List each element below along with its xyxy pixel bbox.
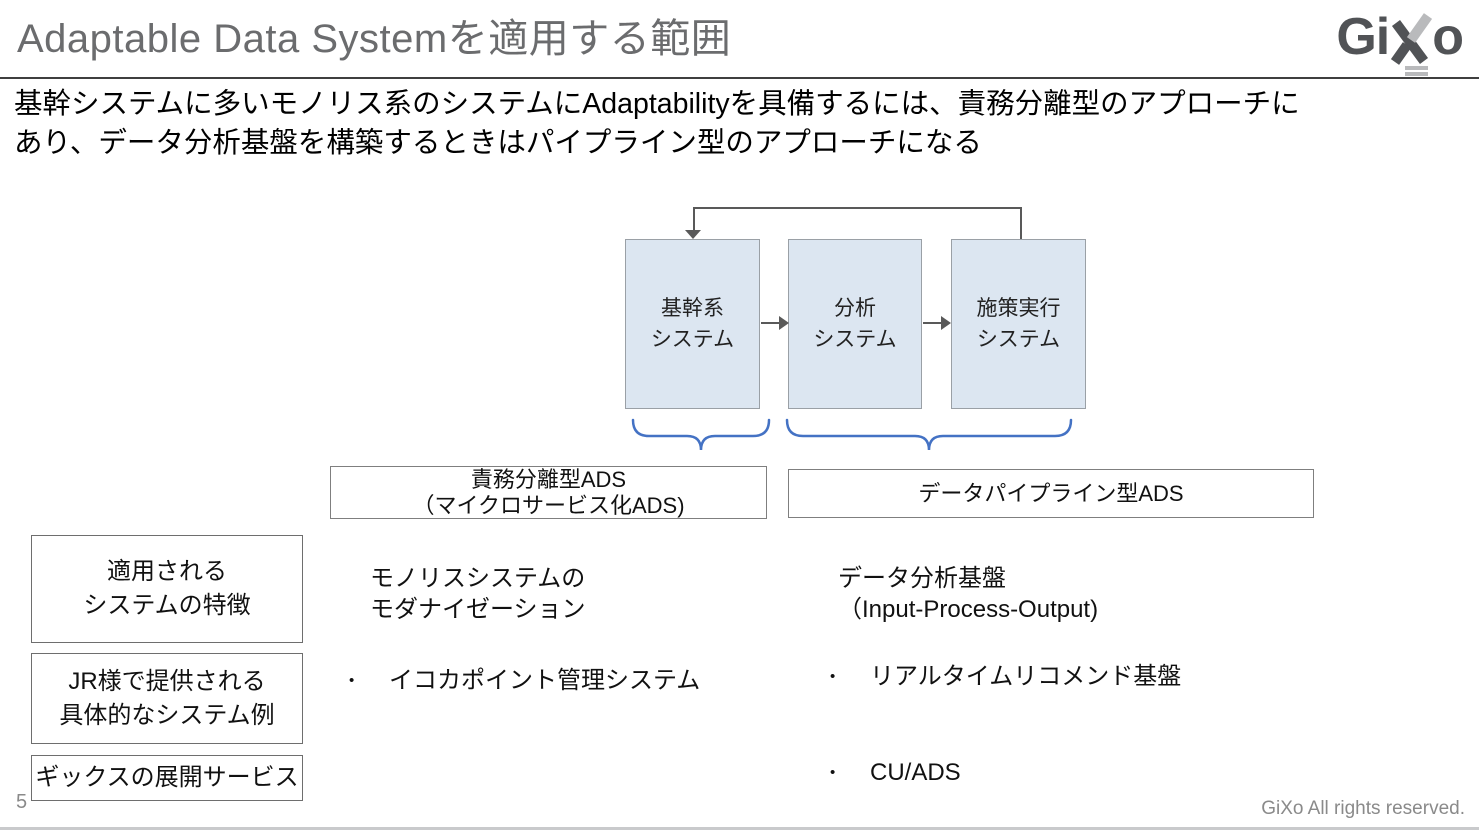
- diagram-box-analysis-system: 分析 システム: [788, 239, 922, 409]
- feedback-connector-horizontal: [693, 207, 1022, 209]
- diagram-box-core-system: 基幹系 システム: [625, 239, 760, 409]
- message-line-2: あり、データ分析基盤を構築するときはパイプライン型のアプローチになる: [14, 127, 982, 159]
- message-line-1: 基幹システムに多いモノリス系のシステムにAdaptabilityを具備するには、…: [14, 88, 1300, 120]
- flow-arrow-2-line: [923, 322, 942, 324]
- bullet-text: CU/ADS: [870, 759, 961, 786]
- copyright-text: GiXo All rights reserved.: [1261, 798, 1465, 819]
- separated-column-heading: モノリスシステムの モダナイゼーション: [370, 565, 586, 623]
- logo-text-gi: Gi: [1336, 8, 1390, 66]
- feedback-connector-right-drop: [1020, 207, 1022, 239]
- slide-message: 基幹システムに多いモノリス系のシステムにAdaptabilityを具備するには、…: [14, 85, 1464, 163]
- arrow-right-icon: [941, 316, 951, 330]
- flow-arrow-1-line: [761, 322, 780, 324]
- bullet-icon: •: [830, 764, 836, 781]
- bullet-text: リアルタイムリコメンド基盤: [870, 663, 1182, 690]
- bullet-icon: •: [349, 672, 355, 689]
- list-item: • イコカポイント管理システム: [349, 665, 700, 696]
- list-item: • CU/ADS: [830, 757, 961, 788]
- arrow-right-icon: [779, 316, 789, 330]
- pipeline-column-heading: データ分析基盤 （Input-Process-Output): [838, 565, 1099, 623]
- brace-pipeline-group-icon: [785, 418, 1073, 451]
- page-title: Adaptable Data Systemを適用する範囲: [17, 17, 732, 61]
- list-item: • リアルタイムリコメンド基盤: [830, 661, 1181, 692]
- brace-separated-group-icon: [631, 418, 771, 451]
- row-label-system-characteristics: 適用される システムの特徴: [31, 535, 303, 643]
- bottom-divider: [0, 827, 1479, 830]
- feedback-connector-left-drop: [693, 207, 695, 231]
- row-label-jr-system-examples: JR様で提供される 具体的なシステム例: [31, 653, 303, 744]
- group-label-separated-ads: 責務分離型ADS （マイクロサービス化ADS): [330, 466, 767, 519]
- bullet-text: イコカポイント管理システム: [389, 667, 701, 694]
- logo-x-icon: [1391, 13, 1433, 76]
- diagram-box-execution-system: 施策実行 システム: [951, 239, 1086, 409]
- logo-text-o: o: [1432, 8, 1464, 66]
- group-label-pipeline-ads: データパイプライン型ADS: [788, 469, 1314, 518]
- bullet-icon: •: [830, 668, 836, 685]
- page-number: 5: [16, 791, 28, 813]
- title-divider: [0, 77, 1479, 79]
- row-label-gixo-services: ギックスの展開サービス: [31, 755, 303, 801]
- gixo-logo: Gi o: [1336, 6, 1464, 77]
- arrow-down-icon: [685, 230, 701, 239]
